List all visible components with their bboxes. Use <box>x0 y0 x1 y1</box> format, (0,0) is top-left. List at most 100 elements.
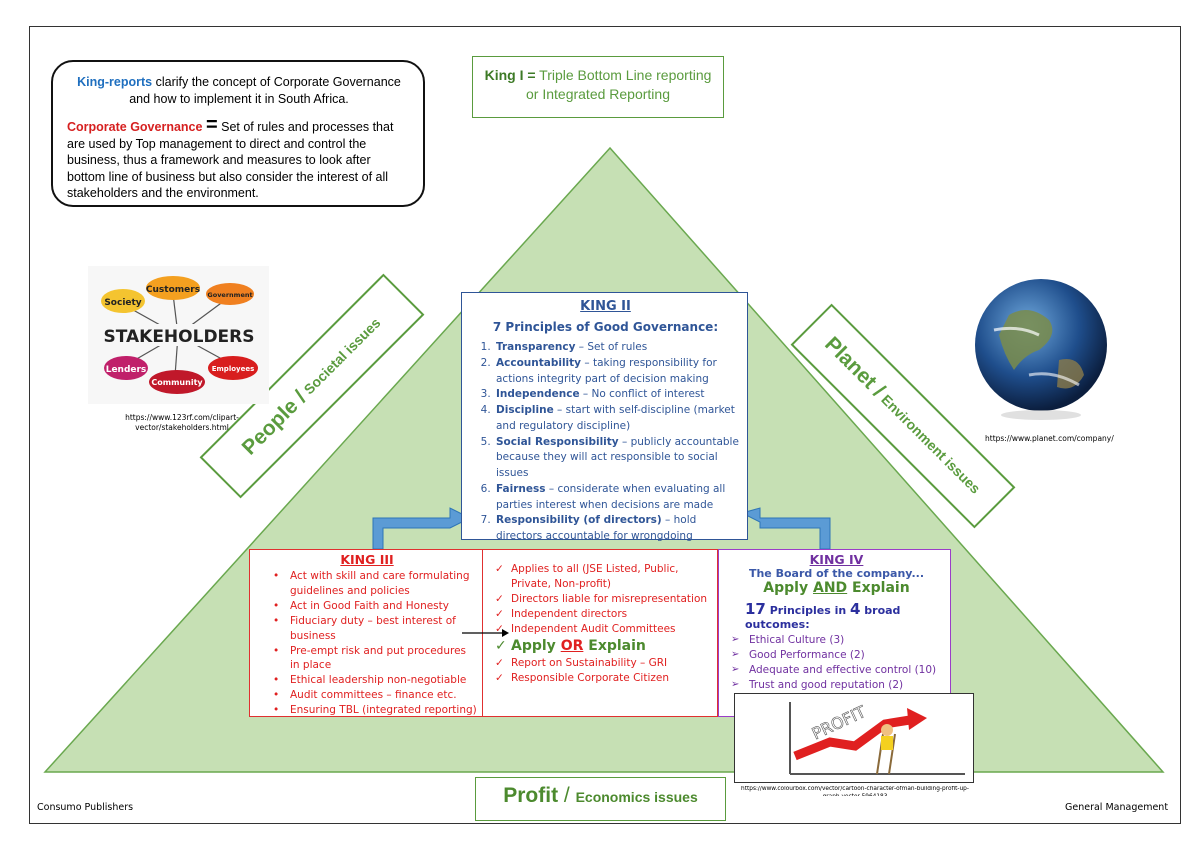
check-icon: ✓ <box>495 622 504 635</box>
check-icon: ✓ <box>495 637 507 654</box>
check-item: ✓ Directors liable for misrepresentation <box>491 592 713 607</box>
king2-title: KING II <box>580 299 631 314</box>
king1-text1: Triple Bottom Line reporting <box>539 67 712 83</box>
apply-or-explain: ✓Apply OR Explain <box>491 637 713 657</box>
check-item: ✓Report on Sustainability – GRI <box>491 656 713 671</box>
principle-term: Social Responsibility <box>496 435 619 448</box>
king3-item: Ensuring TBL (integrated reporting) <box>256 703 478 718</box>
king3-box: KING III Act with skill and care formula… <box>249 549 483 718</box>
earth-caption: https://www.planet.com/company/ <box>985 434 1114 443</box>
profit-small: Economics issues <box>575 789 698 805</box>
principle-term: Responsibility (of directors) <box>496 514 662 527</box>
apply-word: Apply <box>511 637 561 654</box>
king1-label: King I = <box>484 67 536 83</box>
king4-subtitle: The Board of the company... <box>748 567 925 580</box>
king4-outcomes-list: Ethical Culture (3) Good Performance (2)… <box>727 633 946 693</box>
king4-outcome: Adequate and effective control (10) <box>727 663 946 678</box>
king3-item: Pre-empt risk and put procedures in plac… <box>256 644 478 674</box>
or-word: OR <box>560 637 584 654</box>
king2-principle: Transparency – Set of rules <box>494 340 739 356</box>
king2-principle: Accountability – taking responsibility f… <box>494 356 739 388</box>
check-icon: ✓ <box>495 672 504 685</box>
principle-desc: – hold directors accountable for wrongdo… <box>496 514 697 542</box>
pointer-arrow-icon <box>462 629 509 637</box>
check-text: Applies to all (JSE Listed, Public, Priv… <box>511 563 679 590</box>
principle-desc: – publicly accountable because they will… <box>496 435 739 480</box>
cg-term: Corporate Governance <box>67 120 203 134</box>
check-text: Independent directors <box>511 607 628 620</box>
king4-outcome: Ethical Culture (3) <box>727 633 946 648</box>
king4-box: KING IV The Board of the company... Appl… <box>718 549 951 717</box>
check-icon: ✓ <box>495 592 504 605</box>
check-text: Responsible Corporate Citizen <box>511 672 670 685</box>
king2-principle: Fairness – considerate when evaluating a… <box>494 482 739 514</box>
bubble-customers: Customers <box>146 285 200 295</box>
profit-image: PROFIT <box>734 693 974 783</box>
king2-principle: Independence – No conflict of interest <box>494 387 739 403</box>
king4-principles-summary: 17 Principles in 4 broad outcomes: <box>745 600 946 631</box>
king3-item: Act in Good Faith and Honesty <box>256 599 478 614</box>
apply-word: Apply <box>763 580 813 596</box>
stakeholders-image: STAKEHOLDERS Society Customers Governmen… <box>88 266 269 404</box>
explain-word: Explain <box>583 637 646 654</box>
king2-box: KING II 7 Principles of Good Governance:… <box>461 292 748 542</box>
king4-outcome: Good Performance (2) <box>727 648 946 663</box>
king1-text2: or Integrated Reporting <box>526 85 670 102</box>
king3-list: Act with skill and care formulating guid… <box>256 569 478 718</box>
principle-desc: – considerate when evaluating all partie… <box>496 482 726 511</box>
bubble-society: Society <box>104 298 141 308</box>
king2-principles-list: Transparency – Set of rules Accountabili… <box>472 340 739 545</box>
principle-term: Fairness <box>496 482 546 495</box>
principles-count: 17 <box>745 600 766 618</box>
footer-subject: General Management <box>1065 802 1169 813</box>
stakeholders-caption: https://www.123rf.com/clipart-vector/sta… <box>125 413 239 433</box>
page-frame <box>29 26 1181 824</box>
principle-term: Independence <box>496 388 580 401</box>
king1-line1: King I = Triple Bottom Line reporting <box>473 66 723 85</box>
king2-principle: Social Responsibility – publicly account… <box>494 435 739 482</box>
principle-desc: – taking responsibility for actions inte… <box>496 356 717 385</box>
principle-term: Discipline <box>496 404 554 416</box>
check-icon: ✓ <box>495 607 504 620</box>
principle-desc: – Set of rules <box>575 341 648 353</box>
king2-principle: Responsibility (of directors) – hold dir… <box>494 513 739 545</box>
cg-desc: Set of rules and processes that are used… <box>67 120 394 200</box>
profit-label-box: Profit / Economics issues <box>475 777 726 821</box>
intro-king-reports-text: King-reports clarify the concept of Corp… <box>67 74 411 107</box>
profit-big: Profit <box>503 784 559 807</box>
check-text: Directors liable for misrepresentation <box>511 592 708 605</box>
bubble-employees: Employees <box>212 365 255 373</box>
stakeholders-illustration: STAKEHOLDERS Society Customers Governmen… <box>101 276 258 394</box>
stakeholders-word: STAKEHOLDERS <box>103 327 254 347</box>
principle-desc: – No conflict of interest <box>579 388 705 401</box>
king-reports-term: King-reports <box>77 75 153 89</box>
intro-box: King-reports clarify the concept of Corp… <box>51 60 425 207</box>
check-item: ✓ Applies to all (JSE Listed, Public, Pri… <box>491 562 713 592</box>
principle-desc: – start with self-discipline (market and… <box>496 404 735 432</box>
check-icon: ✓ <box>495 657 504 670</box>
king-reports-desc: clarify the concept of Corporate Governa… <box>129 75 401 106</box>
bubble-lenders: Lenders <box>106 365 147 375</box>
profit-graph-illustration: PROFIT <box>789 702 965 775</box>
footer-publisher: Consumo Publishers <box>37 802 134 813</box>
arrow-king2-to-king4 <box>740 507 831 550</box>
and-word: AND <box>812 580 848 596</box>
principle-term: Accountability <box>496 356 582 369</box>
intro-cg-definition: Corporate Governance = Set of rules and … <box>67 115 411 202</box>
principles-text: Principles in <box>765 604 850 617</box>
king4-title: KING IV <box>809 552 864 567</box>
profit-image-caption: https://www.colourbox.com/vector/cartoon… <box>741 786 969 796</box>
king3-checklist-box: ✓ Applies to all (JSE Listed, Public, Pri… <box>483 549 718 717</box>
apply-and-explain: Apply AND Explain <box>727 580 946 596</box>
king3-title: KING III <box>340 552 394 567</box>
king4-outcome: Trust and good reputation (2) <box>727 678 946 693</box>
bubble-community: Community <box>151 378 203 387</box>
king3-item: Fiduciary duty – best interest of busine… <box>256 614 478 644</box>
explain-word: Explain <box>847 580 910 596</box>
check-text: Independent Audit Committees <box>511 622 676 635</box>
earth-image <box>969 275 1119 425</box>
check-item: ✓ Independent Audit Committees <box>491 622 713 637</box>
outcomes-text: broad outcomes: <box>745 604 901 631</box>
king3-item: Act with skill and care formulating guid… <box>256 569 478 599</box>
check-icon: ✓ <box>495 563 504 575</box>
